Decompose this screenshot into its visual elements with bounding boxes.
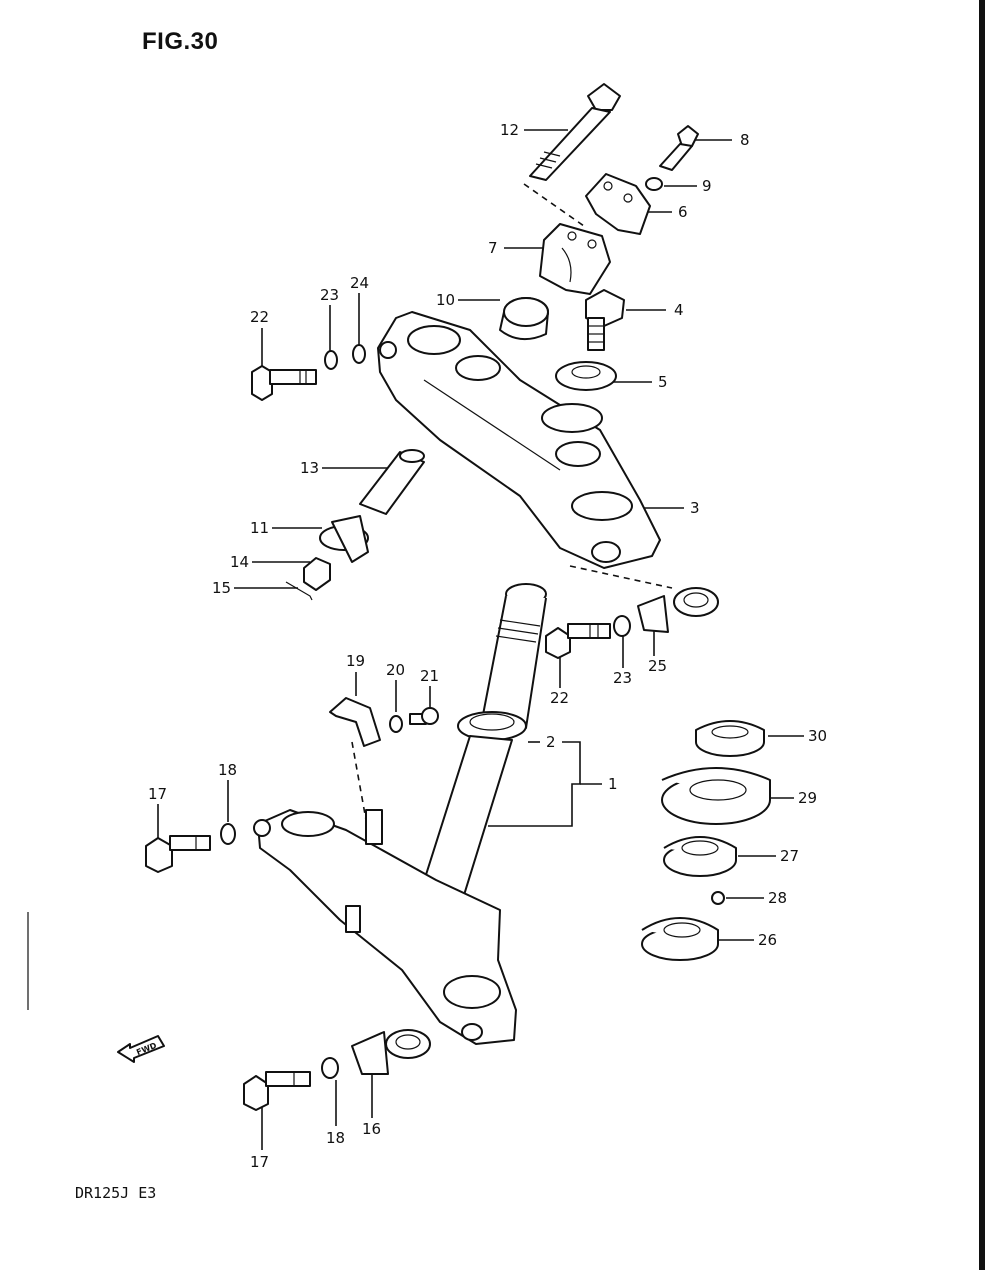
callout-labels: 12 8 9 6 7 10 4 5 3 13 11 14 15 22 23 24… [148, 121, 827, 1171]
bolt-12 [529, 83, 621, 181]
bolt-22-upper [251, 365, 317, 401]
callout-30: 30 [808, 727, 827, 745]
callout-23-upper: 23 [320, 286, 339, 304]
washer-18-upper [220, 823, 236, 845]
callout-17-upper: 17 [148, 785, 167, 803]
nut-30 [695, 720, 765, 757]
cable-guide-25 [637, 587, 719, 633]
callout-19: 19 [346, 652, 365, 670]
callout-18-upper: 18 [218, 761, 237, 779]
washer-23-upper [324, 350, 338, 370]
steering-stem [481, 583, 547, 729]
washer-24 [352, 344, 366, 364]
callout-8: 8 [740, 131, 750, 149]
callout-20: 20 [386, 661, 405, 679]
callout-24: 24 [350, 274, 369, 292]
callout-7: 7 [488, 239, 498, 257]
clamp-7 [539, 223, 611, 295]
race-27 [663, 836, 737, 877]
cover-29 [661, 767, 771, 825]
callout-10: 10 [436, 291, 455, 309]
pin-15 [285, 581, 313, 601]
leader-lines [157, 129, 804, 1150]
forward-arrow-icon: FWD [117, 1035, 165, 1063]
lower-bracket-1 [253, 735, 517, 1045]
bolt-8 [659, 125, 699, 171]
bolt-17-upper [145, 835, 211, 873]
clamp-19 [329, 697, 381, 747]
callout-12: 12 [500, 121, 519, 139]
callout-18-lower: 18 [326, 1129, 345, 1147]
bolt-21 [409, 707, 439, 725]
ball-28 [711, 891, 725, 905]
bolt-17-lower [243, 1071, 311, 1111]
callout-3: 3 [690, 499, 700, 517]
race-26 [641, 917, 719, 961]
washer-5 [555, 361, 617, 391]
collar-13 [359, 449, 425, 515]
cushion-10 [499, 297, 549, 341]
callout-16: 16 [362, 1120, 381, 1138]
bolt-4 [585, 289, 625, 351]
callout-17-lower: 17 [250, 1153, 269, 1171]
page-border [979, 0, 985, 1270]
callout-22-upper: 22 [250, 308, 269, 326]
washer-18-lower [321, 1057, 339, 1079]
callout-26: 26 [758, 931, 777, 949]
washer-20 [389, 715, 403, 733]
model-code: DR125J E3 [75, 1184, 157, 1202]
callout-2: 2 [546, 733, 556, 751]
callout-23-right: 23 [613, 669, 632, 687]
callout-6: 6 [678, 203, 688, 221]
callout-15: 15 [212, 579, 231, 597]
callout-1: 1 [608, 775, 618, 793]
cable-guide-16 [351, 1029, 431, 1075]
callout-4: 4 [674, 301, 684, 319]
callout-14: 14 [230, 553, 249, 571]
alignment-lines [27, 183, 673, 1010]
nut-14 [303, 557, 331, 591]
callout-9: 9 [702, 177, 712, 195]
clamp-6 [585, 173, 651, 235]
seal-2 [457, 711, 527, 741]
upper-bracket-3 [377, 311, 661, 569]
washer-9 [645, 177, 663, 191]
callout-28: 28 [768, 889, 787, 907]
callout-27: 27 [780, 847, 799, 865]
fwd-label: FWD [135, 1041, 158, 1057]
callout-25: 25 [648, 657, 667, 675]
callout-13: 13 [300, 459, 319, 477]
figure-title: FIG.30 [142, 28, 219, 55]
callout-29: 29 [798, 789, 817, 807]
cushion-11 [319, 515, 369, 563]
callout-5: 5 [658, 373, 668, 391]
callout-22-right: 22 [550, 689, 569, 707]
bolt-22-right [545, 623, 611, 659]
callout-11: 11 [250, 519, 269, 537]
callout-21: 21 [420, 667, 439, 685]
washer-23-right [613, 615, 631, 637]
